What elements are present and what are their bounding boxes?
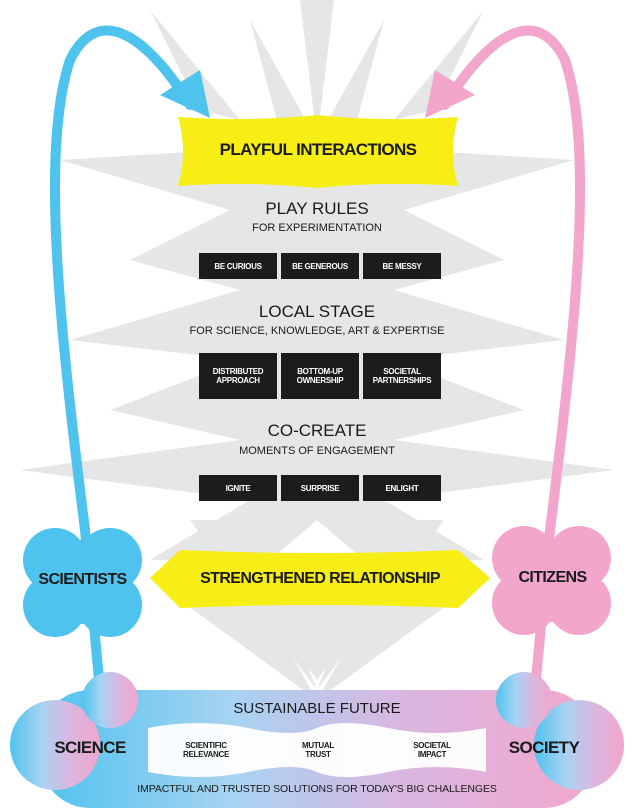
co-create-heading: CO-CREATE — [267, 421, 367, 440]
science-label: SCIENCE — [54, 738, 126, 757]
citizens-node — [492, 526, 611, 635]
citizens-label: CITIZENS — [518, 569, 587, 586]
local-stage-subheading: FOR SCIENCE, KNOWLEDGE, ART & EXPERTISE — [189, 325, 445, 337]
outcome-societal-impact: SOCIETAL IMPACT — [413, 741, 451, 759]
co-create-subheading: MOMENTS OF ENGAGEMENT — [239, 445, 395, 457]
local-stage-societal-partnerships: SOCIETAL PARTNERSHIPS — [363, 353, 441, 399]
bottom-wave-band — [148, 723, 486, 777]
citizens-arrow — [440, 25, 586, 695]
science-arrow — [49, 25, 195, 695]
play-rule-be-curious: BE CURIOUS — [199, 253, 277, 279]
play-rule-be-messy: BE MESSY — [363, 253, 441, 279]
bottom-footer-text: IMPACTFUL AND TRUSTED SOLUTIONS FOR TODA… — [137, 783, 497, 795]
co-create-ignite: IGNITE — [199, 475, 277, 501]
play-rules-heading: PLAY RULES — [265, 199, 369, 218]
citizens-arrowhead — [425, 70, 475, 118]
society-label: SOCIETY — [508, 738, 580, 757]
co-create-surprise: SURPRISE — [281, 475, 359, 501]
local-stage-distributed-approach: DISTRIBUTED APPROACH — [199, 353, 277, 399]
sustainable-future-title: SUSTAINABLE FUTURE — [233, 700, 401, 717]
local-stage-bottom-up-ownership: BOTTOM-UP OWNERSHIP — [281, 353, 359, 399]
playful-interactions-banner — [178, 115, 458, 188]
co-create-enlight: ENLIGHT — [363, 475, 441, 501]
outcome-mutual-trust: MUTUAL TRUST — [302, 741, 334, 759]
local-stage-heading: LOCAL STAGE — [258, 302, 376, 321]
scientists-node — [23, 528, 142, 637]
strengthened-relationship-label: STRENGTHENED RELATIONSHIP — [200, 570, 440, 587]
play-rule-be-generous: BE GENEROUS — [281, 253, 359, 279]
science-arrowhead — [160, 70, 210, 118]
scientists-label: SCIENTISTS — [38, 571, 127, 588]
outcome-scientific-relevance: SCIENTIFIC RELEVANCE — [182, 741, 230, 759]
play-rules-subheading: FOR EXPERIMENTATION — [252, 222, 382, 234]
playful-interactions-label: PLAYFUL INTERACTIONS — [219, 140, 417, 159]
strengthened-relationship-banner — [150, 550, 490, 608]
